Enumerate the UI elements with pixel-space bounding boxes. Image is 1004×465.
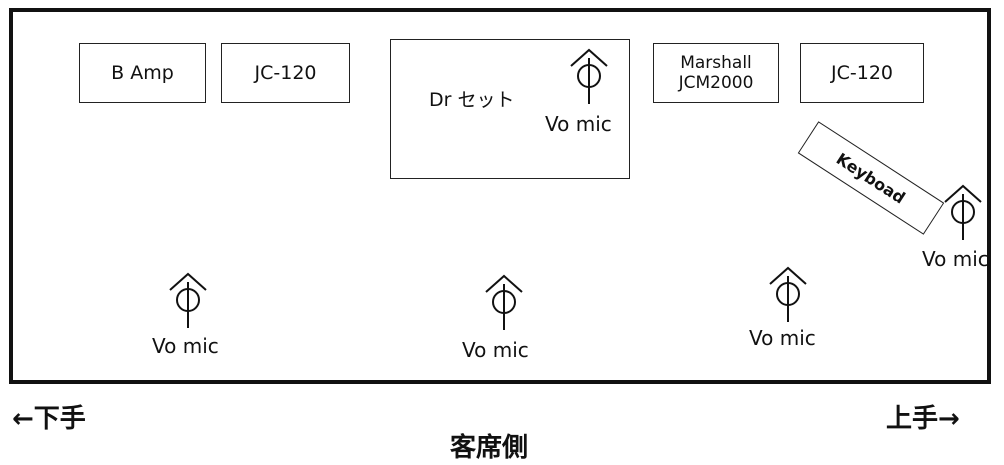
- jc120-left-label: JC-120: [254, 61, 317, 84]
- vocal-mic-icon: [567, 44, 611, 108]
- jc120-right-label: JC-120: [831, 61, 893, 84]
- marshall-amp-box: Marshall JCM2000: [653, 43, 779, 103]
- vocal-mic-icon: [482, 270, 526, 334]
- vocal-mic-label: Vo mic: [462, 338, 529, 362]
- stage-left-label: ←下手: [12, 404, 86, 434]
- jc120-right-box: JC-120: [800, 43, 924, 103]
- stage-outline: [9, 8, 991, 384]
- marshall-label-line2: JCM2000: [678, 73, 754, 93]
- vocal-mic-label: Vo mic: [152, 334, 219, 358]
- vocal-mic-icon: [941, 180, 985, 244]
- bass-amp-label: B Amp: [111, 61, 174, 84]
- vocal-mic-label: Vo mic: [749, 326, 816, 350]
- bass-amp-box: B Amp: [79, 43, 206, 103]
- vocal-mic-label: Vo mic: [922, 247, 989, 271]
- vocal-mic-icon: [166, 268, 210, 332]
- vocal-mic-label: Vo mic: [545, 112, 612, 136]
- drum-set-label: Dr セット: [429, 89, 515, 111]
- vocal-mic-icon: [766, 262, 810, 326]
- jc120-left-box: JC-120: [221, 43, 350, 103]
- stage-right-label: 上手→: [886, 404, 960, 434]
- audience-side-label: 客席側: [450, 433, 529, 463]
- marshall-label-line1: Marshall: [680, 53, 752, 73]
